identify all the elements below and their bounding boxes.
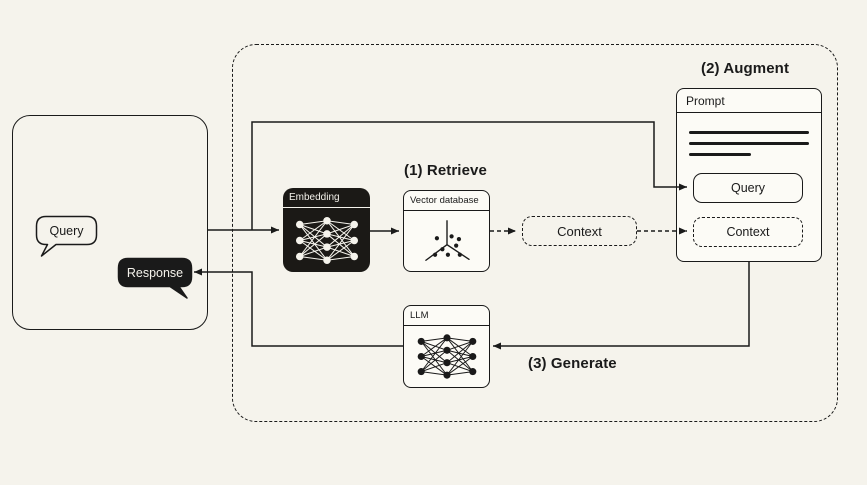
prompt-text-line — [689, 153, 751, 156]
context-pill-label: Context — [557, 223, 602, 239]
embedding-title: Embedding — [283, 188, 370, 208]
llm-icon-area — [404, 326, 489, 387]
query-bubble: Query — [35, 215, 98, 257]
llm-title: LLM — [404, 306, 489, 326]
chat-panel: Query Response — [12, 115, 208, 330]
vector-database-box: Vector database — [403, 190, 490, 272]
prompt-query-field: Query — [693, 173, 803, 203]
step-generate-label: (3) Generate — [528, 355, 617, 372]
scatter-3d-axes-icon — [424, 220, 470, 261]
context-pill: Context — [522, 216, 637, 246]
prompt-text-line — [689, 142, 809, 145]
prompt-text-line — [689, 131, 809, 134]
response-bubble-label: Response — [127, 266, 183, 280]
prompt-box: Prompt Query Context — [676, 88, 822, 262]
rag-pipeline-container — [232, 44, 838, 422]
response-bubble-shape — [117, 257, 193, 299]
query-bubble-label: Query — [49, 224, 84, 238]
neural-network-icon — [295, 216, 358, 264]
neural-network-icon — [417, 334, 476, 379]
embedding-icon-area — [283, 208, 370, 272]
prompt-title: Prompt — [677, 89, 821, 113]
prompt-context-field: Context — [693, 217, 803, 247]
llm-box: LLM — [403, 305, 490, 388]
vector-database-icon-area — [404, 211, 489, 271]
step-augment-label: (2) Augment — [701, 60, 790, 77]
step-retrieve-label: (1) Retrieve — [404, 162, 487, 179]
prompt-query-label: Query — [730, 181, 766, 195]
response-bubble: Response — [117, 257, 193, 299]
prompt-context-label: Context — [726, 225, 770, 239]
embedding-box: Embedding — [283, 188, 370, 272]
vector-database-title: Vector database — [404, 191, 489, 211]
query-bubble-shape — [35, 215, 98, 257]
